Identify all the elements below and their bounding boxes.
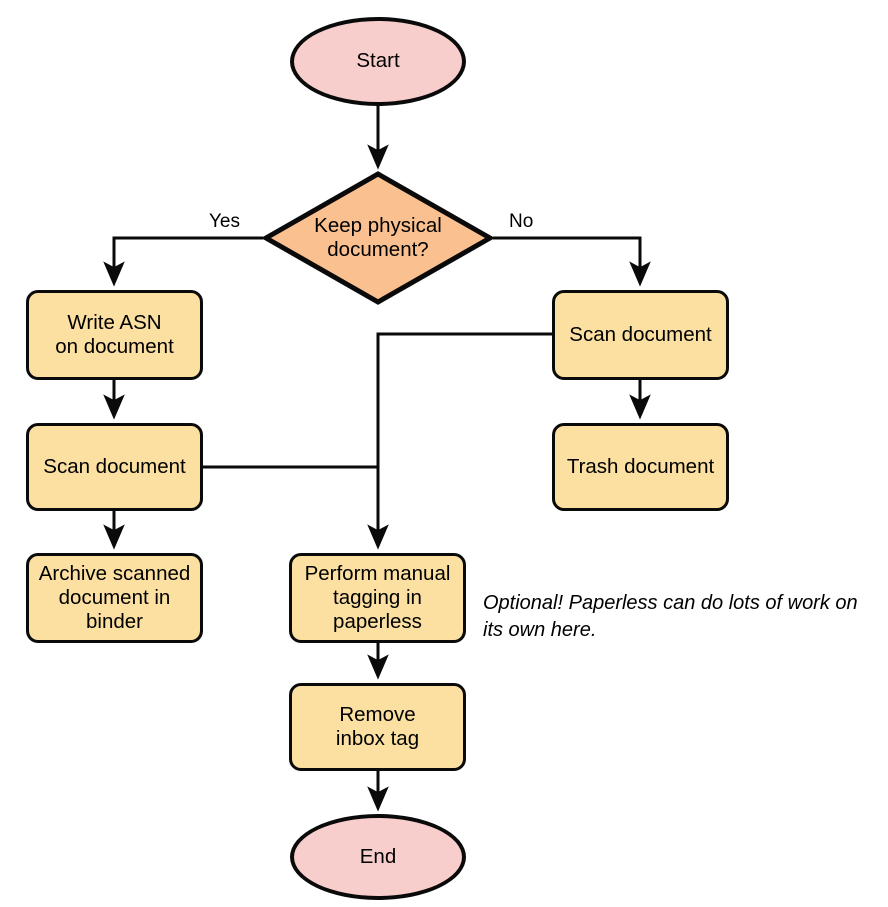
node-archive-label-line3: binder [86, 610, 143, 634]
node-write-asn-on-document[interactable]: Write ASN on document [26, 290, 203, 380]
annotation-optional-note: Optional! Paperless can do lots of work … [483, 590, 883, 644]
node-trash-document[interactable]: Trash document [552, 423, 729, 511]
node-remove-inbox-tag-label-line2: inbox tag [335, 727, 420, 750]
edge-scan-right-to-manual-tagging [367, 332, 552, 550]
node-scan-document-right-label: Scan document [569, 322, 712, 346]
annotation-optional-note-line1: Optional! Paperless can do lots of work … [483, 592, 858, 614]
node-scan-document-right[interactable]: Scan document [552, 290, 729, 380]
node-manual-tagging-label-line3: paperless [333, 610, 422, 634]
node-perform-manual-tagging[interactable]: Perform manual tagging in paperless [289, 553, 466, 643]
diamond-shape [263, 171, 493, 305]
node-end-label: End [359, 844, 397, 868]
node-remove-inbox-tag-label-line1: Remove [339, 702, 416, 726]
node-decision-label: Keep physical document? [308, 214, 448, 262]
node-decision-label-line2: document? [327, 238, 429, 261]
node-trash-document-label: Trash document [566, 454, 715, 478]
edge-label-yes: Yes [209, 211, 240, 232]
edge-label-no: No [509, 211, 534, 232]
node-scan-document-left-label: Scan document [43, 454, 186, 478]
node-remove-inbox-tag-label: Remove inbox tag [336, 703, 419, 751]
edge-decision-yes-to-write-asn [103, 236, 263, 287]
node-write-asn-label-line2: on document [55, 335, 174, 358]
node-decision-label-line1: Keep physical [314, 213, 442, 237]
node-archive-label-line1: Archive scanned [38, 561, 191, 585]
node-write-asn-label-line1: Write ASN [67, 310, 162, 334]
annotation-optional-note-line2: its own here. [483, 619, 597, 641]
node-start-label: Start [356, 49, 400, 73]
node-end[interactable]: End [290, 814, 466, 900]
node-archive-label-line2: document in [58, 585, 171, 609]
edge-decision-no-to-scan-right [493, 236, 651, 287]
node-remove-inbox-tag[interactable]: Remove inbox tag [289, 683, 466, 771]
node-manual-tagging-label: Perform manual tagging in paperless [305, 562, 451, 635]
node-archive-scanned-document[interactable]: Archive scanned document in binder [26, 553, 203, 643]
node-keep-physical-document-decision[interactable]: Keep physical document? [263, 171, 493, 305]
node-scan-document-left[interactable]: Scan document [26, 423, 203, 511]
node-archive-label: Archive scanned document in binder [39, 562, 191, 635]
node-start[interactable]: Start [290, 17, 466, 106]
node-manual-tagging-label-line1: Perform manual [304, 561, 451, 585]
node-write-asn-label: Write ASN on document [55, 311, 174, 359]
node-manual-tagging-label-line2: tagging in [333, 585, 422, 609]
